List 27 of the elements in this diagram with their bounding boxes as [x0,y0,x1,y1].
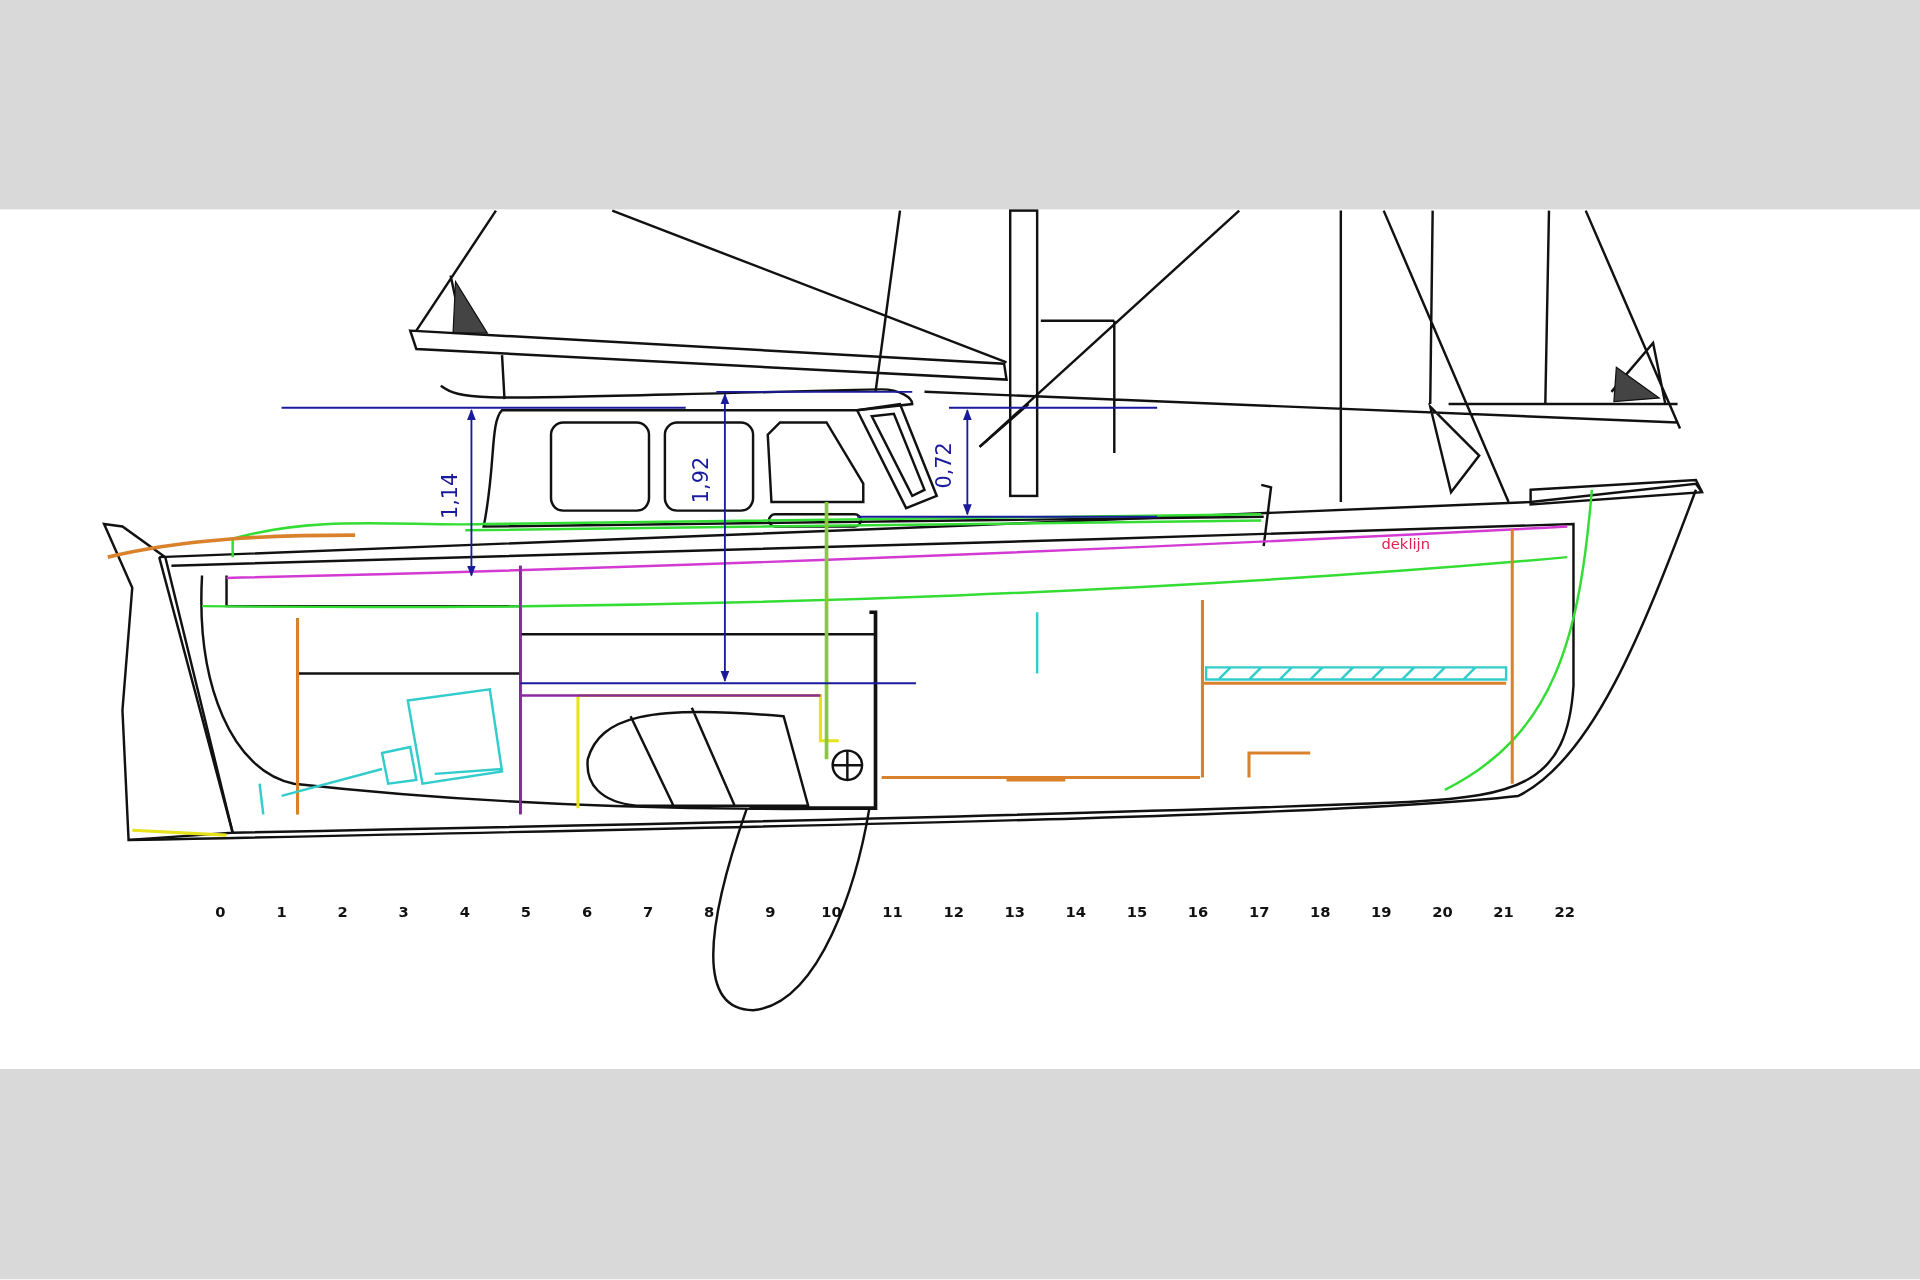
station-number: 8 [704,904,715,920]
station-number: 3 [398,904,409,920]
station-number: 2 [337,904,348,920]
station-number: 6 [581,904,593,920]
station-number: 21 [1493,904,1514,920]
line-label: deklijn [1381,536,1430,551]
station-number: 15 [1126,904,1148,920]
dimension-value: 0,72 [933,442,955,489]
station-number: 17 [1248,904,1270,920]
dimension-value: 1,14 [440,472,461,520]
station-number: 20 [1432,904,1453,920]
station-number: 1 [276,904,287,920]
dimension-value: 1,92 [691,456,713,504]
station-number: 5 [520,904,532,920]
station-number: 22 [1554,904,1575,920]
station-number: 9 [765,904,776,920]
station-number: 12 [943,904,964,920]
station-number: 4 [459,904,470,920]
station-number: 0 [215,904,226,920]
station-number: 19 [1371,904,1392,920]
station-number: 18 [1310,904,1331,920]
station-number: 13 [1004,904,1025,920]
station-number: 10 [821,904,842,920]
station-number: 7 [643,904,654,920]
station-number: 16 [1187,904,1209,920]
station-number: 14 [1065,904,1087,920]
station-number: 11 [882,904,903,920]
